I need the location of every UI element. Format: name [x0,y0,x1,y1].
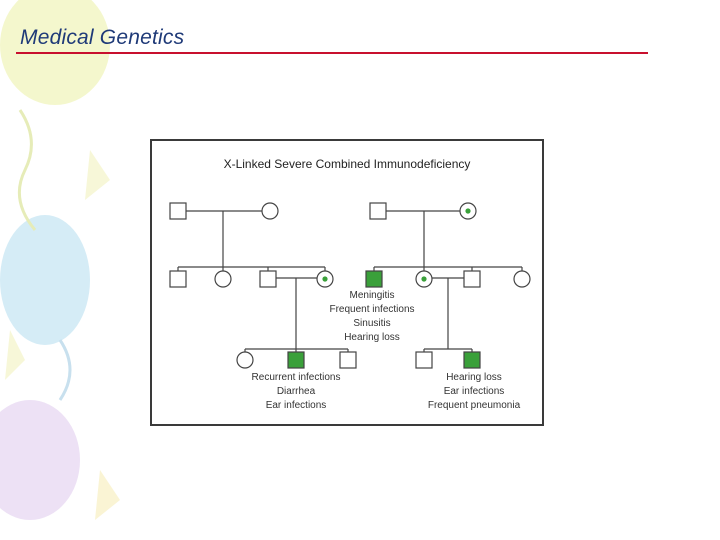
symptom: Hearing loss [446,372,502,383]
symptom: Frequent pneumonia [427,400,521,411]
pedigree-chart: X-Linked Severe Combined Immunodeficienc… [150,139,544,426]
gen1-right-male [369,202,387,220]
pedigree-title: X-Linked Severe Combined Immunodeficienc… [223,157,471,171]
symptom: Ear infections [443,386,505,397]
affected-uncle-symptoms: Meningitis Frequent infections Sinusitis… [312,289,432,345]
symptom: Ear infections [265,400,327,411]
gen2-female-1 [214,270,232,288]
carrier-dot-gen2-right [421,276,427,282]
symptom: Sinusitis [353,318,391,329]
right-grandson-symptoms: Hearing loss Ear infections Frequent pne… [412,371,536,413]
left-grandson-symptoms: Recurrent infections Diarrhea Ear infect… [236,371,356,413]
gen2-male-3 [463,270,481,288]
gen3-left-female [236,351,254,369]
gen3-right-male [415,351,433,369]
carrier-dot-gen1 [465,208,471,214]
gen2-male-2 [259,270,277,288]
gen3-left-affected-male [287,351,305,369]
slide-title: Medical Genetics [20,26,185,49]
gen2-male-1 [169,270,187,288]
gen3-right-affected-male [463,351,481,369]
symptom: Diarrhea [276,386,316,397]
symptom: Hearing loss [344,332,400,343]
gen2-affected-male [365,270,383,288]
symptom: Frequent infections [329,304,415,315]
carrier-dot-gen2-left [322,276,328,282]
gen2-female-2 [513,270,531,288]
gen1-left-male [169,202,187,220]
gen1-left-female [261,202,279,220]
symptom: Meningitis [349,290,395,301]
gen3-left-male [339,351,357,369]
pedigree-diagram [169,202,531,369]
symptom: Recurrent infections [251,372,341,383]
title-divider [16,52,648,54]
